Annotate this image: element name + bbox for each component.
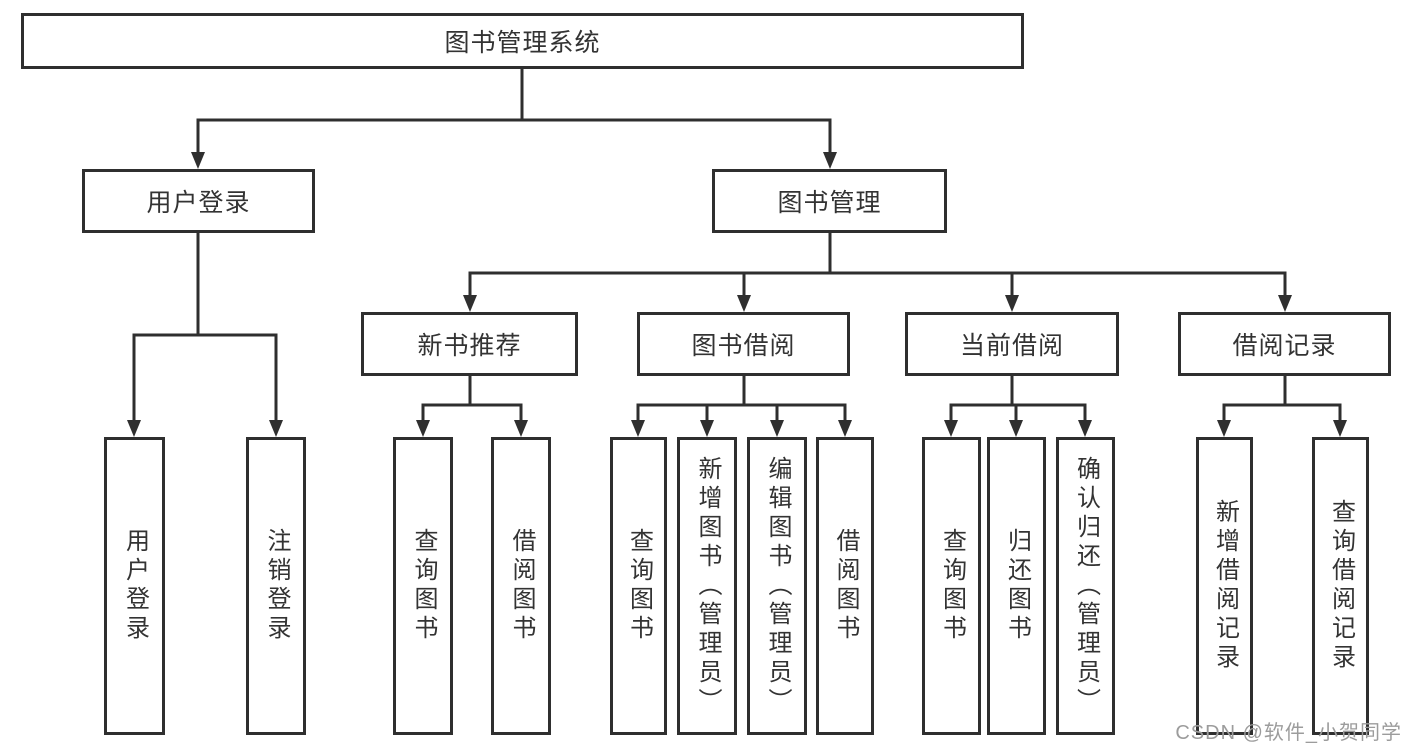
- leaf-label: 借阅图书: [832, 528, 859, 644]
- leaf-label: 查询图书: [625, 528, 653, 644]
- leaf-label: 确认归还（管理员）: [1072, 455, 1100, 717]
- arrowhead: [191, 152, 205, 169]
- leaf-return-book: 归还图书: [987, 437, 1046, 735]
- arrowheads: [127, 152, 1347, 437]
- node-book-borrowing: 图书借阅: [637, 312, 850, 376]
- csdn-watermark: CSDN @软件_小贺同学: [1175, 722, 1402, 744]
- arrowhead: [127, 420, 141, 437]
- leaf-add-book-admin: 新增图书（管理员）: [677, 437, 737, 735]
- edge-mgmt-split: [468, 271, 1287, 297]
- leaf-logout: 注销登录: [246, 437, 306, 735]
- node-book-management: 图书管理: [712, 169, 947, 233]
- leaf-edit-book-admin: 编辑图书（管理员）: [747, 437, 807, 735]
- edge-borrowing-split: [636, 403, 847, 422]
- leaf-query-borrow-record: 查询借阅记录: [1312, 437, 1369, 735]
- edge-records-split: [1222, 403, 1342, 422]
- leaf-user-login: 用户登录: [104, 437, 165, 735]
- leaf-label: 新增图书（管理员）: [694, 455, 721, 717]
- leaf-query-book-current: 查询图书: [922, 437, 981, 735]
- leaf-label: 查询图书: [938, 528, 966, 644]
- leaf-label: 编辑图书（管理员）: [764, 455, 791, 717]
- arrowhead: [1333, 420, 1347, 437]
- arrowhead: [944, 420, 958, 437]
- arrowhead: [514, 420, 528, 437]
- leaf-label: 归还图书: [1003, 528, 1031, 644]
- node-new-book-recommend: 新书推荐: [361, 312, 578, 376]
- leaf-label: 借阅图书: [508, 528, 535, 644]
- leaf-query-book-recommend: 查询图书: [393, 437, 453, 735]
- arrowhead: [1009, 420, 1023, 437]
- node-root-system: 图书管理系统: [21, 13, 1024, 69]
- edge-root-split: [196, 118, 832, 154]
- arrowhead: [1078, 420, 1092, 437]
- leaf-label: 用户登录: [121, 528, 149, 644]
- arrowhead: [1278, 295, 1292, 312]
- arrowhead: [631, 420, 645, 437]
- edge-userlogin-split: [132, 333, 278, 422]
- edge-current-split: [949, 403, 1087, 422]
- arrowhead: [463, 295, 477, 312]
- arrowhead: [770, 420, 784, 437]
- leaf-label: 查询借阅记录: [1327, 499, 1355, 673]
- edge-newbook-split: [421, 403, 523, 422]
- arrowhead: [700, 420, 714, 437]
- node-current-borrowing: 当前借阅: [905, 312, 1119, 376]
- leaf-label: 新增借阅记录: [1211, 499, 1239, 673]
- leaf-borrow-book-borrowing: 借阅图书: [816, 437, 874, 735]
- leaf-add-borrow-record: 新增借阅记录: [1196, 437, 1253, 735]
- leaf-confirm-return-admin: 确认归还（管理员）: [1056, 437, 1115, 735]
- arrowhead: [1005, 295, 1019, 312]
- arrowhead: [416, 420, 430, 437]
- node-borrowing-records: 借阅记录: [1178, 312, 1391, 376]
- arrowhead: [737, 295, 751, 312]
- leaf-borrow-book-recommend: 借阅图书: [491, 437, 551, 735]
- leaf-label: 查询图书: [410, 528, 437, 644]
- arrowhead: [1217, 420, 1231, 437]
- node-user-login: 用户登录: [82, 169, 315, 233]
- arrowhead: [269, 420, 283, 437]
- arrowhead: [838, 420, 852, 437]
- leaf-label: 注销登录: [263, 528, 290, 644]
- leaf-query-book-borrowing: 查询图书: [610, 437, 667, 735]
- arrowhead: [823, 152, 837, 169]
